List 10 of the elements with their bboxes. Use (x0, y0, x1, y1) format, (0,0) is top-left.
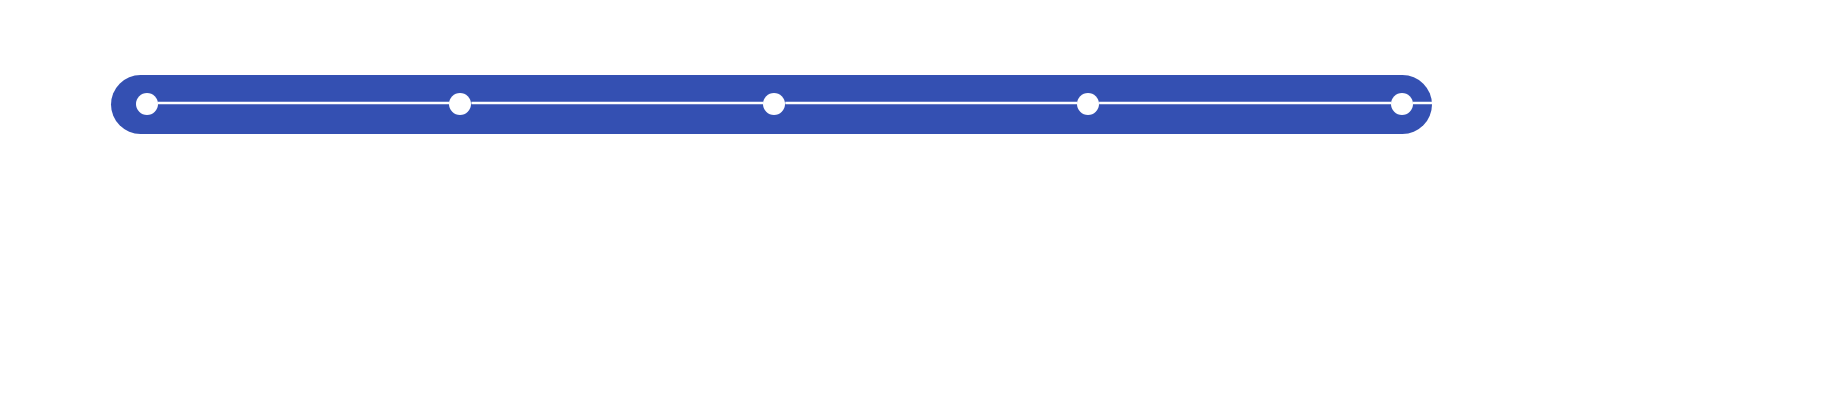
timeline-dot (1391, 93, 1413, 115)
connector-line (1413, 101, 1432, 105)
timeline-dot (1077, 93, 1100, 115)
connector-line (1099, 101, 1391, 105)
connector-line (157, 101, 450, 105)
timeline-dot (449, 93, 472, 115)
connector-line (471, 101, 764, 105)
timeline-dot (135, 93, 158, 115)
timeline-dot (763, 93, 786, 115)
connector-line (785, 101, 1078, 105)
